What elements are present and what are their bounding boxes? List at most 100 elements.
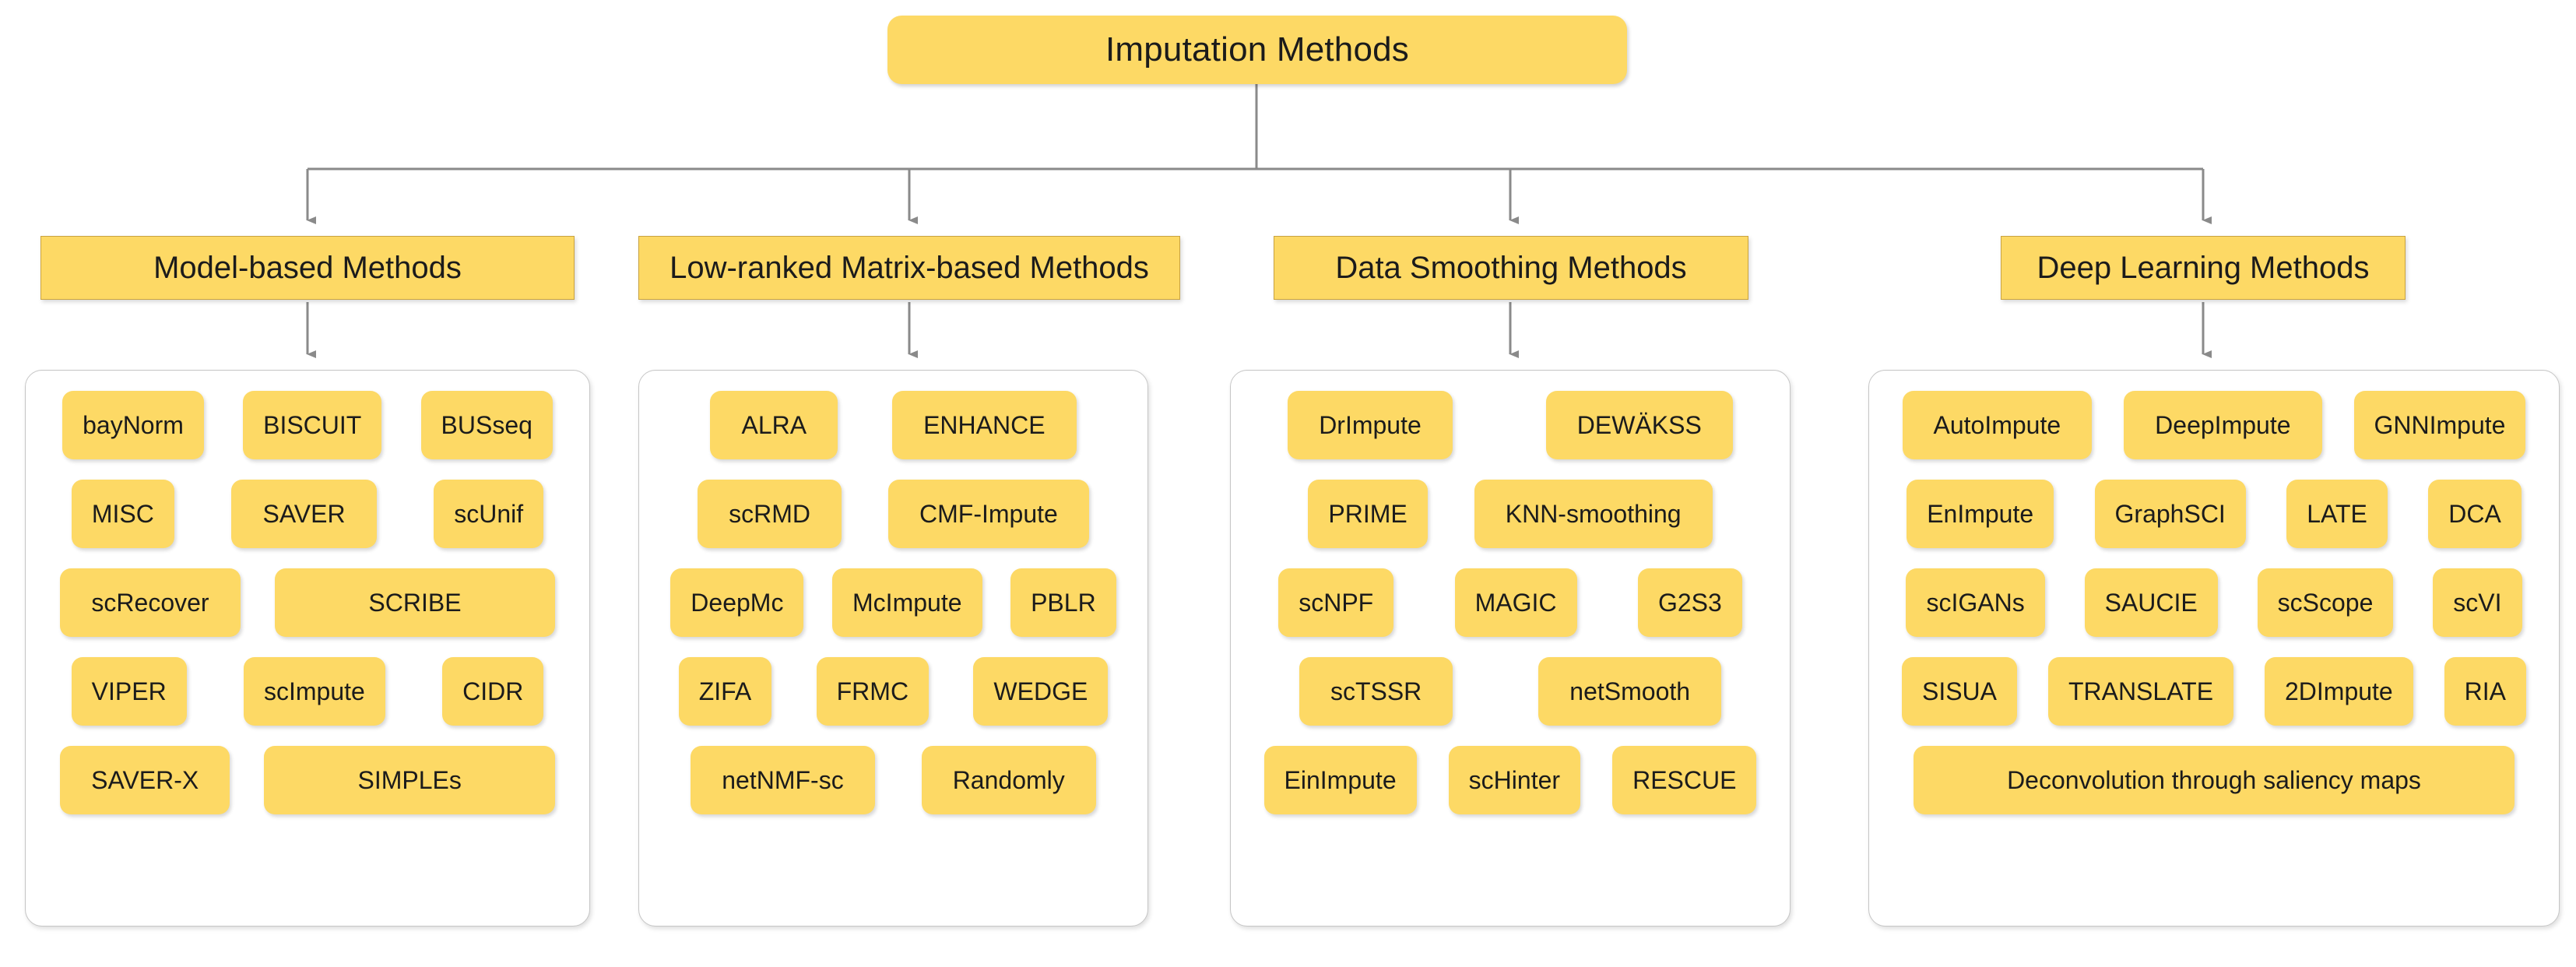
category-header-low-ranked-matrix-based[interactable]: Low-ranked Matrix-based Methods (638, 236, 1180, 300)
method-pill-label: 2DImpute (2284, 677, 2393, 705)
method-pill[interactable]: RESCUE (1612, 746, 1757, 814)
method-pill-label: MAGIC (1474, 589, 1557, 617)
method-pill-label: DeepMc (691, 589, 784, 617)
method-pill-label: scTSSR (1330, 677, 1422, 705)
method-pill[interactable]: SAVER (231, 480, 377, 548)
method-pill-label: Deconvolution through saliency maps (2007, 766, 2421, 794)
method-pill-label: scHinter (1468, 766, 1561, 794)
method-pill[interactable]: scScope (2257, 568, 2394, 637)
method-pill[interactable]: Randomly (921, 746, 1096, 814)
method-pill-label: G2S3 (1657, 589, 1722, 617)
method-pill[interactable]: BISCUIT (243, 391, 382, 459)
method-pill[interactable]: PBLR (1010, 568, 1116, 637)
method-pill[interactable]: AutoImpute (1902, 391, 2093, 459)
method-pill[interactable]: VIPER (71, 657, 187, 726)
method-pill-label: RIA (2464, 677, 2506, 705)
method-pill[interactable]: ALRA (710, 391, 838, 459)
method-pill[interactable]: CMF-Impute (888, 480, 1089, 548)
method-pill[interactable]: CIDR (442, 657, 544, 726)
method-pill[interactable]: DEWÄKSS (1545, 391, 1733, 459)
method-pill-label: SCRIBE (368, 589, 462, 617)
method-pill[interactable]: scNPF (1278, 568, 1394, 637)
method-pill-label: scImpute (263, 677, 365, 705)
method-pill[interactable]: TRANSLATE (2047, 657, 2234, 726)
method-pill[interactable]: ENHANCE (892, 391, 1077, 459)
method-pill[interactable]: scUnif (434, 480, 544, 548)
method-pill[interactable]: G2S3 (1637, 568, 1742, 637)
method-pill-label: bayNorm (83, 411, 184, 439)
method-pill[interactable]: SAUCIE (2084, 568, 2218, 637)
method-pill-label: McImpute (852, 589, 962, 617)
method-pill[interactable]: scImpute (243, 657, 385, 726)
method-pill[interactable]: scIGANs (1906, 568, 2045, 637)
method-pill[interactable]: DrImpute (1288, 391, 1453, 459)
method-pill-label: LATE (2307, 500, 2367, 528)
category-header-label: Low-ranked Matrix-based Methods (669, 250, 1149, 285)
method-panel-data-smoothing: DrImpute DEWÄKSS PRIME KNN-smoothing scN… (1230, 370, 1791, 927)
method-pill-label: VIPER (91, 677, 167, 705)
method-pill[interactable]: SCRIBE (275, 568, 555, 637)
method-pill[interactable]: DCA (2428, 480, 2522, 548)
method-pill-label: scRMD (729, 500, 811, 528)
method-pill[interactable]: netSmooth (1538, 657, 1722, 726)
method-pill-label: scScope (2277, 589, 2374, 617)
method-pill[interactable]: GraphSCI (2094, 480, 2246, 548)
method-pill-label: MISC (91, 500, 154, 528)
method-pill-label: BISCUIT (263, 411, 362, 439)
method-pill[interactable]: RIA (2444, 657, 2526, 726)
method-pill-label: DrImpute (1319, 411, 1422, 439)
method-pill[interactable]: ZIFA (678, 657, 772, 726)
method-pill[interactable]: scHinter (1448, 746, 1581, 814)
method-pill[interactable]: PRIME (1308, 480, 1428, 548)
method-pill[interactable]: SIMPLEs (264, 746, 555, 814)
method-pill[interactable]: MISC (71, 480, 174, 548)
method-pill[interactable]: SISUA (1901, 657, 2017, 726)
method-pill[interactable]: DeepImpute (2124, 391, 2322, 459)
category-header-label: Data Smoothing Methods (1335, 250, 1687, 285)
method-row: EnImpute GraphSCI LATE DCA (1886, 480, 2542, 548)
method-pill-label: DeepImpute (2155, 411, 2291, 439)
method-panel-deep-learning: AutoImpute DeepImpute GNNImpute EnImpute… (1868, 370, 2560, 927)
method-pill[interactable]: GNNImpute (2353, 391, 2526, 459)
method-row: SISUA TRANSLATE 2DImpute RIA (1886, 657, 2542, 726)
method-pill[interactable]: EnImpute (1907, 480, 2054, 548)
method-pill[interactable]: 2DImpute (2264, 657, 2413, 726)
method-pill-label: WEDGE (993, 677, 1088, 705)
method-row: scTSSR netSmooth (1248, 657, 1773, 726)
method-pill[interactable]: bayNorm (62, 391, 204, 459)
method-panel-model-based: bayNorm BISCUIT BUSseq MISC SAVER scUnif… (25, 370, 590, 927)
method-pill[interactable]: scVI (2433, 568, 2522, 637)
method-pill[interactable]: KNN-smoothing (1474, 480, 1713, 548)
method-pill[interactable]: BUSseq (420, 391, 553, 459)
method-pill-label: netSmooth (1569, 677, 1691, 705)
root-node[interactable]: Imputation Methods (887, 16, 1627, 84)
method-pill[interactable]: Deconvolution through saliency maps (1914, 746, 2514, 814)
method-pill-label: FRMC (836, 677, 909, 705)
method-pill[interactable]: MAGIC (1454, 568, 1577, 637)
category-header-deep-learning[interactable]: Deep Learning Methods (2001, 236, 2406, 300)
method-pill[interactable]: scTSSR (1299, 657, 1453, 726)
method-pill-label: EinImpute (1284, 766, 1397, 794)
method-pill[interactable]: netNMF-sc (691, 746, 875, 814)
method-pill-label: scUnif (454, 500, 524, 528)
method-row: scIGANs SAUCIE scScope scVI (1886, 568, 2542, 637)
method-pill[interactable]: LATE (2286, 480, 2388, 548)
method-pill[interactable]: scRecover (60, 568, 241, 637)
root-node-label: Imputation Methods (1105, 30, 1410, 69)
method-pill[interactable]: DeepMc (670, 568, 804, 637)
method-pill[interactable]: WEDGE (973, 657, 1109, 726)
method-pill-label: scNPF (1299, 589, 1374, 617)
method-pill-label: EnImpute (1927, 500, 2034, 528)
method-row: SAVER-X SIMPLEs (43, 746, 572, 814)
method-row: netNMF-sc Randomly (656, 746, 1130, 814)
method-pill[interactable]: EinImpute (1263, 746, 1417, 814)
category-header-data-smoothing[interactable]: Data Smoothing Methods (1274, 236, 1748, 300)
method-pill-label: GNNImpute (2374, 411, 2506, 439)
method-pill[interactable]: FRMC (816, 657, 930, 726)
method-pill-label: CIDR (462, 677, 524, 705)
method-pill[interactable]: McImpute (832, 568, 982, 637)
method-pill[interactable]: scRMD (698, 480, 842, 548)
method-row: DeepMc McImpute PBLR (656, 568, 1130, 637)
method-pill[interactable]: SAVER-X (60, 746, 230, 814)
category-header-model-based[interactable]: Model-based Methods (40, 236, 575, 300)
